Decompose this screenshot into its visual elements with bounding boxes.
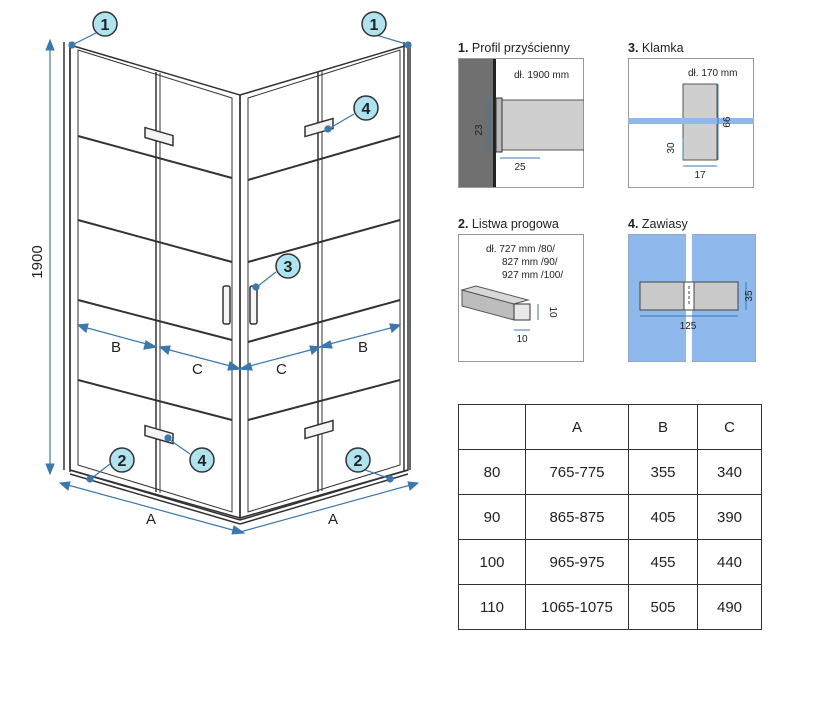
table-cell: 80 — [458, 449, 526, 495]
callout-2-left: 2 — [109, 447, 135, 473]
callout-1-left: 1 — [92, 11, 118, 37]
size-table: A B C 80 765-775 355 340 90 865-875 405 … — [458, 404, 762, 630]
threshold-dim-b: 10 — [516, 334, 528, 345]
svg-text:2: 2 — [354, 453, 363, 470]
dim-a-left-label: A — [146, 511, 156, 528]
dim-c-left-label: C — [192, 361, 203, 378]
callout-4-bottom: 4 — [189, 447, 215, 473]
table-row: 90 865-875 405 390 — [458, 494, 762, 540]
hinges-dim-w: 125 — [680, 321, 697, 332]
table-cell: 490 — [697, 584, 762, 630]
detail-threshold-title: 2. Listwa progowa — [458, 217, 559, 231]
table-cell: 965-975 — [525, 539, 629, 585]
table-cell: 455 — [628, 539, 698, 585]
dimension-a-left — [58, 481, 246, 535]
threshold-line3: 927 mm /100/ — [502, 270, 563, 281]
wall-profiles — [63, 42, 411, 472]
profile-length: dł. 1900 mm — [514, 70, 569, 81]
detail-hinges-title: 4. Zawiasy — [628, 217, 688, 231]
table-cell: 100 — [458, 539, 526, 585]
table-cell: 90 — [458, 494, 526, 540]
svg-text:4: 4 — [362, 101, 371, 118]
hinges-dim-h: 35 — [744, 290, 755, 302]
table-cell: 355 — [628, 449, 698, 495]
svg-text:2: 2 — [118, 453, 127, 470]
dimension-a-right — [239, 481, 420, 533]
detail-hinges-drawing: 35 125 — [628, 234, 756, 362]
callout-3: 3 — [275, 253, 301, 279]
table-cell: 865-875 — [525, 494, 629, 540]
detail-handle-drawing: dł. 170 mm 66 30 17 — [628, 58, 754, 188]
table-header-cell: C — [697, 404, 762, 450]
table-cell: 340 — [697, 449, 762, 495]
right-door-panel — [239, 43, 409, 519]
profile-dim-h: 23 — [474, 124, 485, 136]
detail-profile-drawing: dł. 1900 mm 23 25 — [458, 58, 584, 188]
detail-profile-title: 1. Profil przyścienny — [458, 41, 570, 55]
table-row: 80 765-775 355 340 — [458, 449, 762, 495]
dim-c-right-label: C — [276, 361, 287, 378]
table-header-cell — [458, 404, 526, 450]
svg-text:1: 1 — [101, 17, 110, 34]
profile-dim-w: 25 — [514, 162, 526, 173]
table-row: 110 1065-1075 505 490 — [458, 584, 762, 630]
dim-b-right-label: B — [358, 339, 368, 356]
table-cell: 405 — [628, 494, 698, 540]
svg-text:3: 3 — [284, 259, 293, 276]
callout-2-right: 2 — [345, 447, 371, 473]
table-cell: 390 — [697, 494, 762, 540]
table-header-cell: A — [525, 404, 629, 450]
threshold-line2: 827 mm /90/ — [502, 257, 558, 268]
threshold-dim-a: 10 — [547, 306, 558, 318]
table-cell: 765-775 — [525, 449, 629, 495]
height-label: 1900 — [29, 245, 46, 278]
dim-a-right-label: A — [328, 511, 338, 528]
callout-leaders — [68, 31, 412, 483]
table-cell: 440 — [697, 539, 762, 585]
svg-text:4: 4 — [198, 453, 207, 470]
table-cell: 505 — [628, 584, 698, 630]
threshold-line1: dł. 727 mm /80/ — [486, 244, 555, 255]
height-dimension — [45, 38, 55, 476]
handles — [144, 117, 334, 445]
shower-enclosure-drawing: 1900 A A B C C B — [29, 11, 420, 535]
detail-handle-title: 3. Klamka — [628, 41, 684, 55]
table-header-cell: B — [628, 404, 698, 450]
threshold-strip — [69, 469, 409, 525]
handle-length: dł. 170 mm — [688, 68, 737, 79]
table-cell: 1065-1075 — [525, 584, 629, 630]
left-door-panel — [69, 43, 241, 519]
callout-4-top: 4 — [353, 95, 379, 121]
dim-b-left-label: B — [111, 339, 121, 356]
callout-1-right: 1 — [361, 11, 387, 37]
handle-dim-h: 66 — [722, 116, 733, 128]
svg-text:1: 1 — [370, 17, 379, 34]
table-header-row: A B C — [458, 404, 762, 450]
handle-dim-h2: 30 — [666, 142, 677, 154]
dimension-b-c — [76, 323, 402, 371]
table-row: 100 965-975 455 440 — [458, 539, 762, 585]
detail-threshold-drawing: dł. 727 mm /80/ 827 mm /90/ 927 mm /100/… — [458, 234, 584, 362]
table-cell: 110 — [458, 584, 526, 630]
handle-dim-w: 17 — [694, 170, 706, 181]
